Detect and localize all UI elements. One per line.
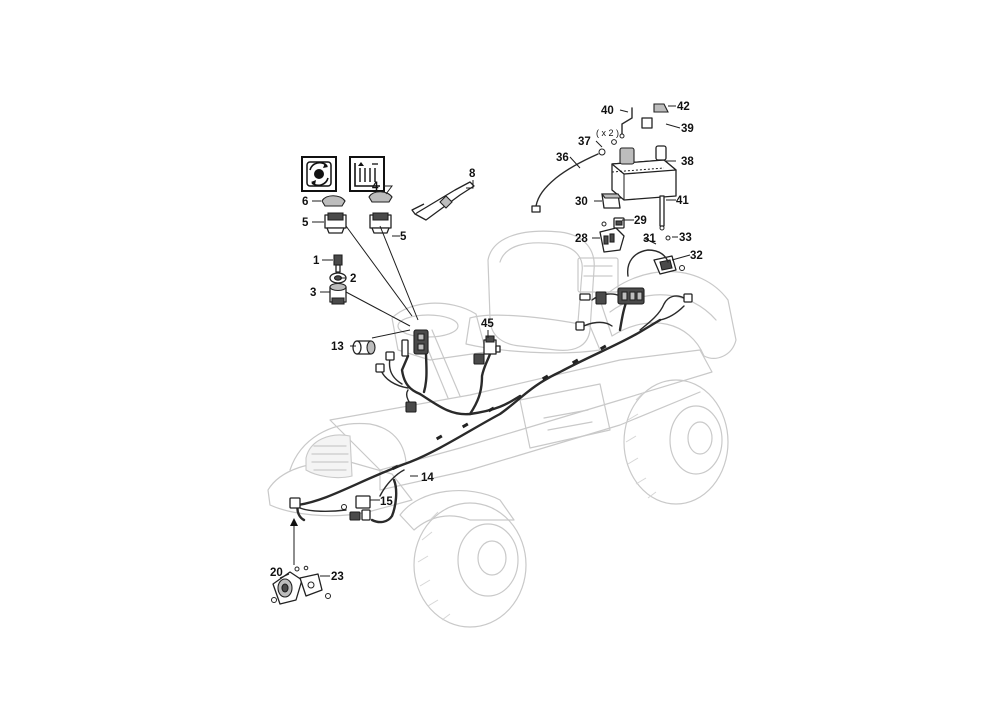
hour-meter — [352, 340, 376, 355]
battery — [611, 145, 677, 201]
callout-13: 13 — [331, 341, 344, 353]
callout-32: 32 — [690, 250, 703, 262]
hydraulic-lift-symbol-icon — [349, 156, 385, 192]
callout-42: 42 — [677, 101, 690, 113]
relay-cable — [627, 235, 671, 277]
callout-14: 14 — [421, 472, 434, 484]
callout-labels: 6 4 8 5 5 1 2 3 13 45 14 15 20 23 28 29 … — [270, 101, 703, 583]
callout-2: 2 — [350, 273, 356, 285]
battery-hold-rod — [619, 107, 633, 139]
callout-39: 39 — [681, 123, 694, 135]
callout-36: 36 — [556, 152, 569, 164]
callout-23: 23 — [331, 571, 344, 583]
terminal-cover — [641, 103, 669, 129]
callout-31: 31 — [643, 233, 656, 245]
callout-45: 45 — [481, 318, 494, 330]
ignition-key — [333, 254, 343, 273]
callout-1: 1 — [313, 255, 320, 267]
battery-cable — [531, 139, 617, 213]
callout-5-left: 5 — [302, 217, 309, 229]
callout-28: 28 — [575, 233, 588, 245]
callout-33: 33 — [679, 232, 692, 244]
callout-38: 38 — [681, 156, 694, 168]
rocker-switch-left — [324, 212, 347, 234]
headlight-assembly — [271, 565, 309, 605]
callout-5-right: 5 — [400, 231, 407, 243]
seat-switch — [483, 335, 501, 355]
callout-15: 15 — [380, 496, 393, 508]
blade-switch-symbol-icon — [301, 156, 337, 192]
ignition-switch — [329, 282, 347, 305]
fuse — [613, 217, 625, 229]
headlight-bracket — [299, 573, 331, 599]
callout-41: 41 — [676, 195, 689, 207]
callout-40: 40 — [601, 105, 614, 117]
relay-module — [341, 495, 371, 521]
battery-strap — [659, 195, 665, 231]
fuse-box-cover — [600, 193, 623, 209]
callout-6: 6 — [302, 196, 308, 208]
fuse-holder — [599, 221, 625, 253]
callout-8: 8 — [469, 168, 476, 180]
fuse-puller-tool — [411, 181, 475, 221]
relay-bracket — [653, 255, 685, 275]
rocker-switch-right — [369, 212, 392, 234]
switch-cover-left — [321, 195, 346, 207]
switch-cover-right — [368, 191, 393, 203]
callout-4: 4 — [372, 181, 379, 193]
callout-30: 30 — [575, 196, 588, 208]
callout-3: 3 — [310, 287, 316, 299]
quantity-note: ( x 2 ) — [596, 128, 619, 138]
leader-lines — [279, 105, 691, 579]
callout-29: 29 — [634, 215, 647, 227]
wiring-harness — [289, 287, 693, 524]
callout-20: 20 — [270, 567, 283, 579]
callout-37: 37 — [578, 136, 591, 148]
